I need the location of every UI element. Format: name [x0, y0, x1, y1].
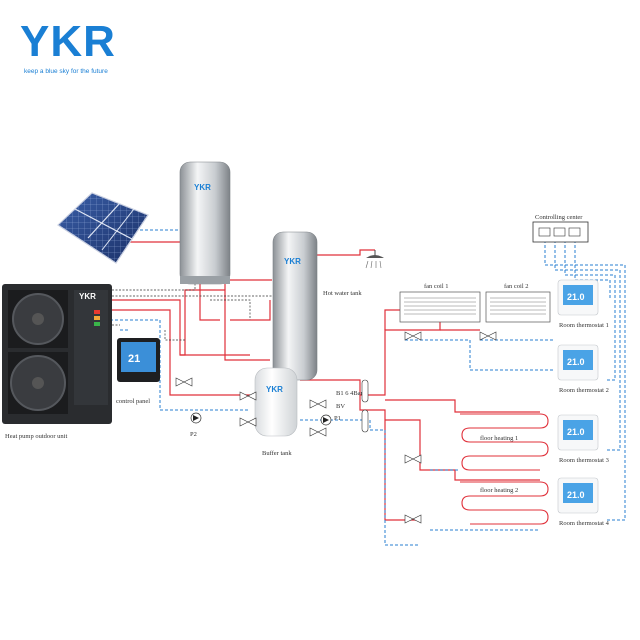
- room-thermostat-1: 21.0 Room thermostat 1: [557, 279, 609, 329]
- floor-heating-2: floor heating 2: [460, 481, 549, 525]
- solar-panel-icon: [57, 192, 149, 264]
- dhw-tank: YKR: [179, 161, 231, 285]
- control-panel-label: control panel: [116, 398, 150, 405]
- floor-heating-1: floor heating 1: [460, 413, 549, 471]
- hot-water-tank: YKR Hot water tank: [272, 231, 362, 381]
- pump-icon: P2 P1 B1 6 4Bar BV: [190, 390, 364, 438]
- brand-logo: YKR keep a blue sky for the future: [20, 20, 150, 80]
- manifold: [361, 379, 369, 433]
- tank-logo-2: YKR: [284, 257, 301, 266]
- room-thermostat-2-label: Room thermostat 2: [559, 387, 609, 394]
- heat-pump-logo: YKR: [79, 292, 96, 301]
- room-thermostat-4-label: Room thermostat 4: [559, 520, 610, 527]
- thermostat-2-display: 21.0: [567, 357, 585, 367]
- control-panel-display: 21: [128, 353, 140, 365]
- heat-pump-unit: YKR Heat pump outdoor unit: [2, 284, 112, 440]
- floor-heating-1-label: floor heating 1: [480, 435, 518, 442]
- hot-pipes: [110, 241, 540, 521]
- controlling-center: Controlling center: [532, 214, 589, 243]
- pump-p1-label: P1: [334, 415, 341, 422]
- fan-icon: [10, 293, 66, 411]
- tank-logo: YKR: [194, 183, 211, 192]
- thermostat-1-display: 21.0: [567, 292, 585, 302]
- room-thermostat-2: 21.0 Room thermostat 2: [557, 344, 609, 394]
- controlling-center-label: Controlling center: [535, 214, 583, 221]
- fan-coil-1: fan coil 1: [399, 283, 481, 323]
- control-lines: [112, 282, 275, 341]
- control-panel: 21 control panel: [116, 338, 160, 405]
- fan-coil-2: fan coil 2: [485, 283, 551, 323]
- pump-p2-label: P2: [190, 431, 197, 438]
- bypass-label: B1 6 4Bar: [336, 390, 364, 397]
- room-thermostat-3: 21.0 Room thermostat 3: [557, 414, 609, 464]
- hot-water-tank-label: Hot water tank: [323, 290, 362, 297]
- cold-pipes: [110, 229, 626, 546]
- floor-heating-2-label: floor heating 2: [480, 487, 518, 494]
- brand-name: YKR: [20, 17, 116, 66]
- thermostat-4-display: 21.0: [567, 490, 585, 500]
- bv-label: BV: [336, 403, 345, 410]
- room-thermostat-4: 21.0 Room thermostat 4: [557, 477, 610, 527]
- thermostat-3-display: 21.0: [567, 427, 585, 437]
- room-thermostat-1-label: Room thermostat 1: [559, 322, 609, 329]
- room-thermostat-3-label: Room thermostat 3: [559, 457, 609, 464]
- shower-head-icon: [365, 250, 384, 269]
- buffer-tank: YKR Buffer tank: [254, 367, 298, 457]
- valve-icon: [175, 331, 497, 524]
- brand-tagline: keep a blue sky for the future: [24, 68, 108, 75]
- buffer-tank-logo: YKR: [266, 385, 283, 394]
- buffer-tank-label: Buffer tank: [262, 450, 292, 457]
- fan-coil-1-label: fan coil 1: [424, 283, 449, 290]
- fan-coil-2-label: fan coil 2: [504, 283, 529, 290]
- heat-pump-label: Heat pump outdoor unit: [5, 433, 67, 440]
